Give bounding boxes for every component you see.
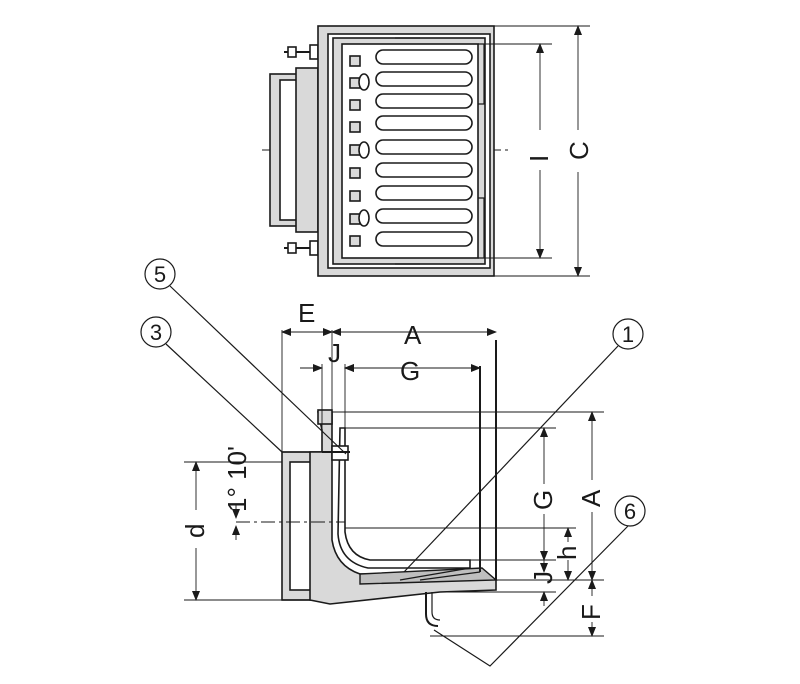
dim-label-C: C <box>564 141 594 160</box>
callout-5: 5 <box>144 258 176 290</box>
dim-label-F: F <box>576 604 606 620</box>
dim-label-G-top: G <box>400 356 420 386</box>
dim-label-h: h <box>552 546 582 560</box>
svg-text:6: 6 <box>624 499 636 524</box>
callout-3: 3 <box>140 316 172 348</box>
section-view: E A J G A G h J F d <box>165 285 629 667</box>
dim-label-I: I <box>524 155 554 162</box>
slope-label: 1° 10' <box>222 446 252 512</box>
dim-label-J-right: J <box>528 571 558 584</box>
dim-label-d: d <box>180 524 210 538</box>
hook <box>425 592 439 627</box>
callout-6: 6 <box>614 495 646 527</box>
dim-label-A-right: A <box>576 489 606 507</box>
svg-text:1: 1 <box>622 322 634 347</box>
grating-bars <box>349 49 473 247</box>
dim-label-J-top: J <box>328 338 341 368</box>
dim-label-G-right: G <box>528 490 558 510</box>
callout-1: 1 <box>612 318 644 350</box>
svg-text:3: 3 <box>150 320 162 345</box>
plan-view: I C <box>262 25 594 277</box>
dim-label-E: E <box>298 298 315 328</box>
dim-label-A-top: A <box>404 320 422 350</box>
svg-text:5: 5 <box>154 262 166 287</box>
